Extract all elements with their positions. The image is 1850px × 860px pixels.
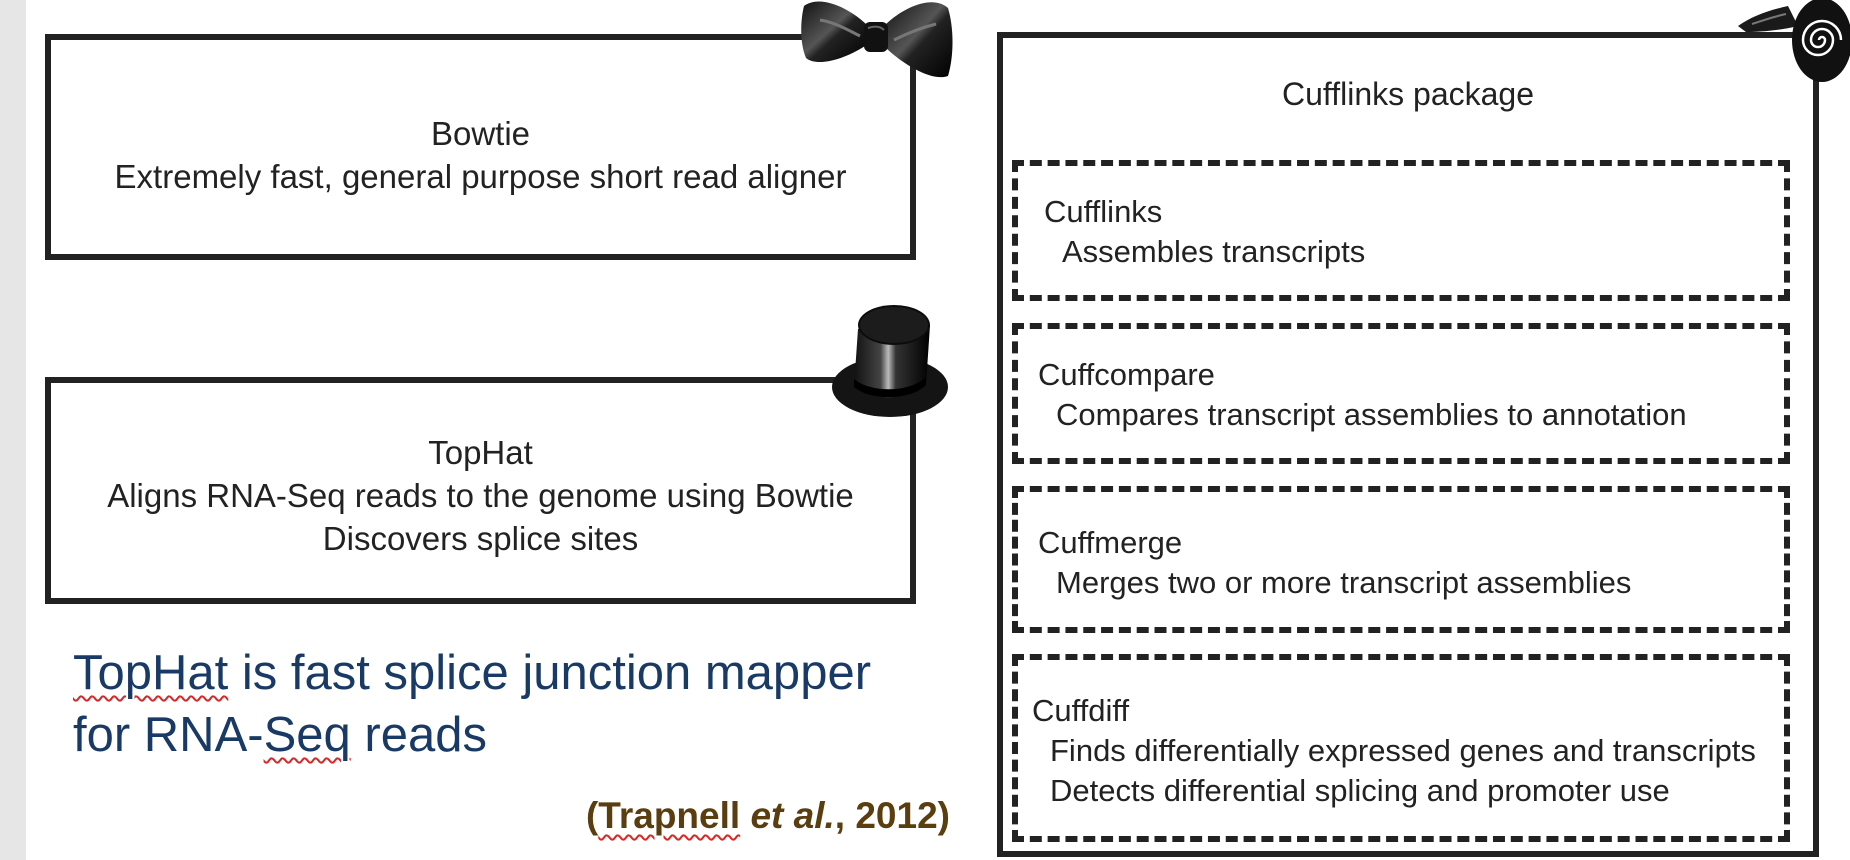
tophat-text: TopHat Aligns RNA-Seq reads to the genom…	[51, 431, 910, 560]
tophat-title: TopHat	[428, 434, 533, 471]
tool-box-cufflinks: Cufflinks Assembles transcripts	[1012, 160, 1790, 301]
tool-name: Cuffdiff	[1032, 693, 1130, 728]
bowtie-box: Bowtie Extremely fast, general purpose s…	[45, 34, 916, 260]
headline-word-tophat: TopHat	[73, 646, 229, 700]
headline-line-2-prefix: for RNA-	[73, 708, 264, 762]
tool-text-cuffdiff: Cuffdiff Finds differentially expressed …	[1032, 691, 1756, 811]
citation-author: Trapnell	[598, 795, 741, 836]
headline-line-1: TopHat is fast splice junction mapper	[73, 642, 871, 704]
left-margin-strip	[0, 0, 26, 860]
citation-year: , 2012)	[834, 795, 950, 836]
bowtie-description: Extremely fast, general purpose short re…	[114, 158, 847, 195]
citation-open: (	[585, 795, 599, 836]
top-hat-icon	[832, 305, 948, 417]
headline-word-seq: Seq	[263, 708, 351, 762]
cufflink-icon	[1738, 0, 1850, 82]
tophat-box: TopHat Aligns RNA-Seq reads to the genom…	[45, 377, 916, 604]
tool-box-cuffmerge: Cuffmerge Merges two or more transcript …	[1012, 486, 1790, 633]
tool-description: Detects differential splicing and promot…	[1050, 773, 1670, 808]
tool-text-cufflinks: Cufflinks Assembles transcripts	[1044, 192, 1365, 272]
tool-description: Finds differentially expressed genes and…	[1050, 733, 1756, 768]
cufflinks-package-box: Cufflinks package Cufflinks Assembles tr…	[997, 32, 1819, 857]
cufflinks-package-title: Cufflinks package	[1282, 76, 1534, 112]
tool-text-cuffcompare: Cuffcompare Compares transcript assembli…	[1038, 355, 1687, 435]
tool-name: Cuffcompare	[1038, 357, 1215, 392]
bowtie-text: Bowtie Extremely fast, general purpose s…	[51, 112, 910, 198]
tool-text-cuffmerge: Cuffmerge Merges two or more transcript …	[1038, 523, 1631, 603]
tophat-line-1: Aligns RNA-Seq reads to the genome using…	[107, 477, 854, 514]
headline-line-2: for RNA-Seq reads	[73, 704, 871, 766]
tool-description: Merges two or more transcript assemblies	[1056, 565, 1632, 600]
tool-description: Assembles transcripts	[1062, 234, 1366, 269]
tool-description: Compares transcript assemblies to annota…	[1056, 397, 1687, 432]
tool-box-cuffdiff: Cuffdiff Finds differentially expressed …	[1012, 654, 1790, 842]
headline: TopHat is fast splice junction mapper fo…	[73, 642, 871, 766]
bowtie-icon	[801, 1, 953, 78]
citation-etal: et al.	[740, 795, 835, 836]
tool-name: Cufflinks	[1044, 194, 1163, 229]
headline-line-2-rest: reads	[350, 708, 487, 762]
citation: (Trapnell et al., 2012)	[586, 795, 950, 837]
bowtie-title: Bowtie	[430, 115, 531, 152]
tool-box-cuffcompare: Cuffcompare Compares transcript assembli…	[1012, 323, 1790, 464]
tophat-line-2: Discovers splice sites	[322, 520, 639, 557]
tool-name: Cuffmerge	[1038, 525, 1183, 560]
headline-line-1-rest: is fast splice junction mapper	[228, 646, 872, 700]
